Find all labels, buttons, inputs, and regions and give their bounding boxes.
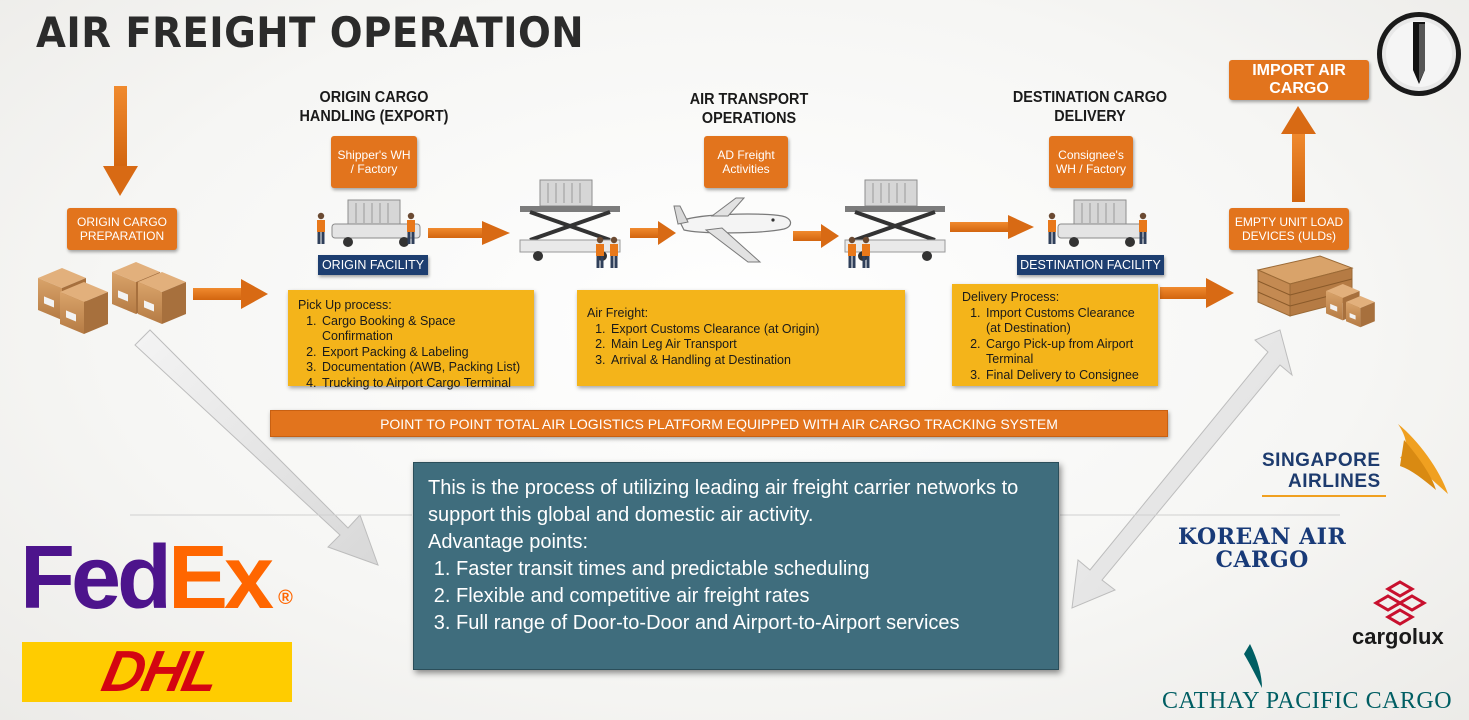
section-title-origin: ORIGIN CARGO HANDLING (EXPORT): [299, 89, 449, 125]
air-freight-process-item: Arrival & Handling at Destination: [609, 353, 895, 369]
advantage-point: Faster transit times and predictable sch…: [456, 556, 1044, 583]
advantage-title: Advantage points:: [428, 531, 589, 553]
delivery-process-title: Delivery Process:: [962, 290, 1060, 304]
singapore-airlines-line1: SINGAPORE: [1262, 450, 1381, 471]
consignees-wh-box: Consignee's WH / Factory: [1049, 136, 1133, 188]
pickup-process-title: Pick Up process:: [298, 298, 392, 312]
cargolux-cube-icon: [1373, 580, 1427, 626]
fedex-logo-ex: Ex: [168, 528, 274, 628]
korean-air-cargo-logo: KOREAN AIR CARGO: [1178, 526, 1346, 572]
arrow-plane-to-loader: [793, 224, 839, 248]
arrow-boxes-to-origin: [193, 279, 268, 309]
destination-facility-label: DESTINATION FACILITY: [1017, 255, 1164, 275]
fedex-registered-mark: ®: [278, 587, 293, 609]
section-title-air: AIR TRANSPORT OPERATIONS: [689, 91, 809, 127]
air-freight-process-box: Air Freight: Export Customs Clearance (a…: [577, 290, 905, 386]
import-air-cargo-box: IMPORT AIR CARGO: [1229, 60, 1369, 100]
korean-air-line1: KOREAN AIR: [1178, 524, 1347, 550]
info-panel: This is the process of utilizing leading…: [413, 462, 1059, 670]
dhl-logo: DHL: [96, 639, 224, 704]
arrow-up-to-import: [1281, 106, 1316, 202]
air-freight-process-title: Air Freight:: [587, 306, 649, 320]
shippers-wh-box: Shipper's WH / Factory: [331, 136, 417, 188]
delivery-process-item: Final Delivery to Consignee: [984, 368, 1148, 384]
grey-diagonal-arrow-right: [1071, 329, 1293, 609]
pallets-illustration: [1256, 255, 1375, 328]
page-title: AIR FREIGHT OPERATION: [36, 8, 585, 57]
air-freight-process-item: Main Leg Air Transport: [609, 337, 895, 353]
arrow-origin-to-loader: [428, 221, 510, 245]
destination-cart-illustration: [1048, 200, 1147, 247]
arrow-delivery-to-ulds: [1160, 278, 1234, 308]
info-intro: This is the process of utilizing leading…: [428, 477, 1019, 526]
company-emblem-icon: [1377, 12, 1461, 96]
advantage-point: Full range of Door-to-Door and Airport-t…: [456, 610, 1044, 637]
air-freight-process-item: Export Customs Clearance (at Origin): [609, 322, 895, 338]
singapore-airlines-logo: SINGAPORE AIRLINES: [1262, 450, 1386, 497]
empty-ulds-box: EMPTY UNIT LOAD DEVICES (ULDs): [1229, 208, 1349, 250]
pickup-process-item: Export Packing & Labeling: [320, 345, 524, 361]
singapore-airlines-underline: [1262, 495, 1386, 497]
pickup-process-box: Pick Up process: Cargo Booking & Space C…: [288, 290, 534, 390]
cargo-loader-origin-illustration: [520, 180, 620, 268]
pickup-process-item: Trucking to Airport Cargo Terminal: [320, 376, 524, 392]
cargo-boxes-illustration: [38, 262, 186, 334]
pickup-process-item: Documentation (AWB, Packing List): [320, 360, 524, 376]
cathay-brushwing-icon: [1244, 644, 1262, 688]
grey-diagonal-arrow-left: [134, 329, 379, 566]
origin-facility-label: ORIGIN FACILITY: [318, 255, 428, 275]
singapore-airlines-line2: AIRLINES: [1288, 471, 1381, 492]
arrow-loader-to-destination: [950, 215, 1034, 239]
origin-cargo-preparation-box: ORIGIN CARGO PREPARATION: [67, 208, 177, 250]
airplane-illustration: [673, 197, 792, 263]
delivery-process-item: Import Customs Clearance (at Destination…: [984, 306, 1148, 337]
korean-air-line2: CARGO: [1215, 547, 1309, 573]
platform-bar: POINT TO POINT TOTAL AIR LOGISTICS PLATF…: [270, 410, 1168, 437]
origin-cart-illustration: [317, 200, 420, 247]
section-title-destination: DESTINATION CARGO DELIVERY: [1012, 89, 1168, 125]
arrow-loader-to-plane: [630, 221, 676, 245]
cargolux-logo: cargolux: [1352, 624, 1444, 649]
fedex-logo-fed: Fed: [20, 528, 172, 628]
singapore-airlines-bird-icon: [1398, 424, 1448, 494]
pickup-process-item: Cargo Booking & Space Confirmation: [320, 314, 524, 345]
arrow-down-to-prep: [103, 86, 138, 196]
advantage-point: Flexible and competitive air freight rat…: [456, 583, 1044, 610]
delivery-process-item: Cargo Pick-up from Airport Terminal: [984, 337, 1148, 368]
cathay-pacific-cargo-logo: CATHAY PACIFIC CARGO: [1162, 688, 1453, 714]
dhl-logo-background: [22, 642, 292, 702]
ad-freight-activities-box: AD Freight Activities: [704, 136, 788, 188]
fedex-logo: FedEx®: [20, 528, 293, 648]
cargo-loader-destination-illustration: [845, 180, 945, 268]
delivery-process-box: Delivery Process: Import Customs Clearan…: [952, 284, 1158, 386]
